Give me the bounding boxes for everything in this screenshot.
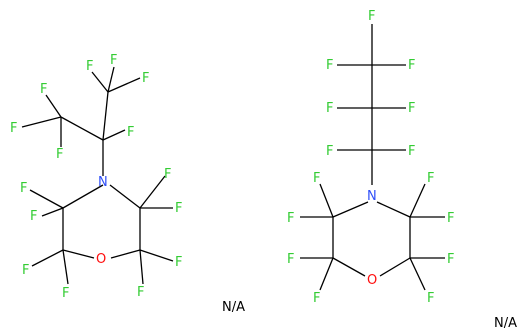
oxygen-atom: O (367, 273, 377, 288)
structure-cell-2: N O F F F F F F F F F F F F F F F N/A (265, 0, 529, 336)
molecule-1-bonds (21, 66, 174, 285)
fluorine-atom: F (447, 252, 454, 267)
fluorine-atom: F (62, 286, 69, 301)
fluorine-atom: F (427, 291, 434, 306)
structure-cell-1: N O F F F F F F F F F F F F F F F N/A (10, 53, 245, 315)
fluorine-atom: F (20, 181, 27, 196)
fluorine-atom: F (313, 171, 320, 186)
fluorine-atom: F (287, 252, 294, 267)
molecule-1-atoms: N O F F F F F F F F F F F F F F F (10, 53, 182, 301)
fluorine-atom: F (110, 53, 117, 68)
fluorine-atom: F (408, 101, 415, 116)
fluorine-atom: F (142, 71, 149, 86)
fluorine-atom: F (56, 147, 63, 162)
fluorine-atom: F (326, 58, 333, 73)
molecule-2-bonds (300, 24, 445, 291)
fluorine-atom: F (10, 121, 17, 136)
structure-caption-1: N/A (222, 300, 245, 315)
fluorine-atom: F (408, 144, 415, 159)
fluorine-atom: F (313, 291, 320, 306)
fluorine-atom: F (175, 255, 182, 270)
fluorine-atom: F (22, 263, 29, 278)
fluorine-atom: F (408, 58, 415, 73)
fluorine-atom: F (40, 82, 47, 97)
fluorine-atom: F (86, 59, 93, 74)
fluorine-atom: F (326, 144, 333, 159)
molecule-1-drawing: N O F F F F F F F F F F F F F F F (10, 53, 182, 301)
fluorine-atom: F (447, 211, 454, 226)
fluorine-atom: F (427, 171, 434, 186)
fluorine-atom: F (287, 211, 294, 226)
fluorine-atom: F (30, 209, 37, 224)
structure-caption-2: N/A (494, 316, 517, 331)
fluorine-atom: F (175, 201, 182, 216)
fluorine-atom: F (127, 125, 134, 140)
oxygen-atom: O (96, 252, 106, 267)
nitrogen-atom: N (98, 175, 108, 190)
molecule-2-atoms: N O F F F F F F F F F F F F F F F (287, 9, 454, 306)
fluorine-atom: F (164, 167, 171, 182)
fluorine-atom: F (326, 101, 333, 116)
molecule-2-drawing: N O F F F F F F F F F F F F F F F (287, 9, 454, 306)
fluorine-atom: F (368, 9, 375, 24)
fluorine-atom: F (137, 285, 144, 300)
nitrogen-atom: N (367, 189, 377, 204)
